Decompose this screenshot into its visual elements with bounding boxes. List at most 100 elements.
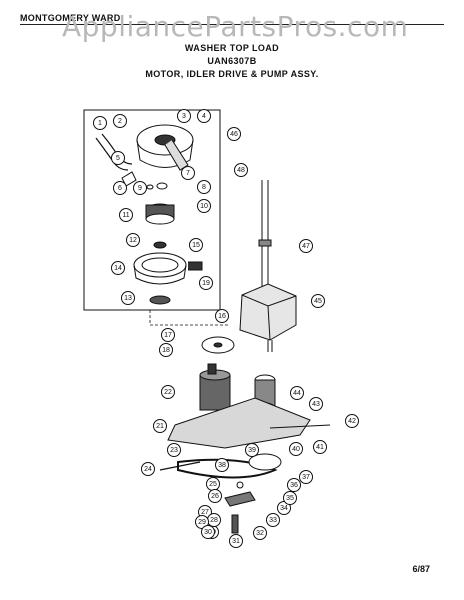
drive-pulley: [248, 453, 282, 471]
callout-number: 31: [232, 538, 240, 545]
callout-circle: [119, 208, 133, 222]
pump-washer: [146, 184, 154, 190]
callout-number: 28: [210, 517, 218, 524]
callout-37: 37: [299, 470, 313, 484]
callout-number: 46: [230, 131, 238, 138]
callout-layer: 1234567891011121314151617181920212223242…: [93, 109, 359, 548]
callout-circle: [201, 525, 215, 539]
callout-circle: [161, 385, 175, 399]
callout-12: 12: [126, 233, 140, 247]
callout-number: 3: [182, 113, 186, 120]
callout-circle: [311, 294, 325, 308]
callout-11: 11: [119, 208, 133, 222]
idler-pulley: [201, 336, 235, 354]
callout-9: 9: [133, 181, 147, 195]
hose: [95, 133, 133, 171]
callout-number: 9: [138, 185, 142, 192]
callout-circle: [126, 233, 140, 247]
callout-circle: [113, 181, 127, 195]
callout-19: 19: [199, 276, 213, 290]
callout-number: 27: [201, 509, 209, 516]
callout-number: 48: [237, 167, 245, 174]
callout-circle: [93, 116, 107, 130]
callout-circle: [283, 491, 297, 505]
header-rule: [20, 24, 444, 25]
callout-45: 45: [311, 294, 325, 308]
callout-circle: [234, 163, 248, 177]
callout-16: 16: [215, 309, 229, 323]
callout-number: 23: [170, 447, 178, 454]
callout-circle: [215, 309, 229, 323]
lower-seal: [149, 295, 171, 305]
callout-number: 42: [348, 418, 356, 425]
callout-38: 38: [215, 458, 229, 472]
callout-36: 36: [287, 478, 301, 492]
callout-circle: [229, 534, 243, 548]
callout-number: 25: [209, 481, 217, 488]
callout-circle: [345, 414, 359, 428]
callout-number: 43: [312, 401, 320, 408]
callout-number: 39: [248, 447, 256, 454]
callout-circle: [289, 442, 303, 456]
callout-21: 21: [153, 419, 167, 433]
callout-number: 45: [314, 298, 322, 305]
callout-39: 39: [245, 443, 259, 457]
callout-8: 8: [197, 180, 211, 194]
callout-circle: [287, 478, 301, 492]
callout-number: 11: [122, 212, 129, 219]
callout-number: 24: [144, 466, 152, 473]
callout-35: 35: [283, 491, 297, 505]
callout-circle: [181, 166, 195, 180]
linkage-rod: [159, 461, 201, 471]
callout-circle: [197, 199, 211, 213]
callout-number: 16: [218, 313, 226, 320]
callout-number: 33: [269, 517, 277, 524]
callout-circle: [215, 458, 229, 472]
callout-circle: [161, 328, 175, 342]
callout-circle: [208, 489, 222, 503]
callout-number: 37: [302, 474, 310, 481]
callout-43: 43: [309, 397, 323, 411]
brand-header: MONTGOMERY WARD: [20, 13, 121, 23]
pump-seal: [156, 182, 168, 190]
callout-26: 26: [208, 489, 222, 503]
support-bar: [269, 424, 331, 429]
pump-leader-line: [149, 310, 230, 326]
callout-40: 40: [289, 442, 303, 456]
callout-number: 29: [198, 519, 206, 526]
callout-number: 36: [290, 482, 298, 489]
callout-14: 14: [111, 261, 125, 275]
callout-number: 18: [162, 347, 170, 354]
callout-number: 19: [202, 280, 210, 287]
callout-7: 7: [181, 166, 195, 180]
callout-number: 40: [292, 446, 300, 453]
callout-number: 32: [256, 530, 264, 537]
callout-44: 44: [290, 386, 304, 400]
callout-circle: [266, 513, 280, 527]
callout-number: 17: [164, 332, 172, 339]
callout-32: 32: [253, 526, 267, 540]
base-plate: [167, 397, 311, 449]
callout-number: 6: [118, 185, 122, 192]
callout-number: 15: [192, 242, 200, 249]
callout-13: 13: [121, 291, 135, 305]
callout-circle: [121, 291, 135, 305]
callout-circle: [111, 261, 125, 275]
callout-number: 44: [293, 390, 301, 397]
callout-circle: [133, 181, 147, 195]
callout-circle: [159, 343, 173, 357]
callout-number: 22: [164, 389, 172, 396]
callout-30: 30: [201, 525, 215, 539]
watermark: AppliancePartsPros.com: [62, 10, 409, 43]
callout-number: 38: [218, 462, 226, 469]
callout-5: 5: [111, 151, 125, 165]
callout-25: 25: [206, 477, 220, 491]
callout-15: 15: [189, 238, 203, 252]
pump-base: [133, 252, 203, 285]
callout-48: 48: [234, 163, 248, 177]
callout-circle: [309, 397, 323, 411]
callout-number: 14: [114, 265, 122, 272]
callout-number: 34: [280, 505, 288, 512]
pump-gasket: [153, 241, 167, 249]
